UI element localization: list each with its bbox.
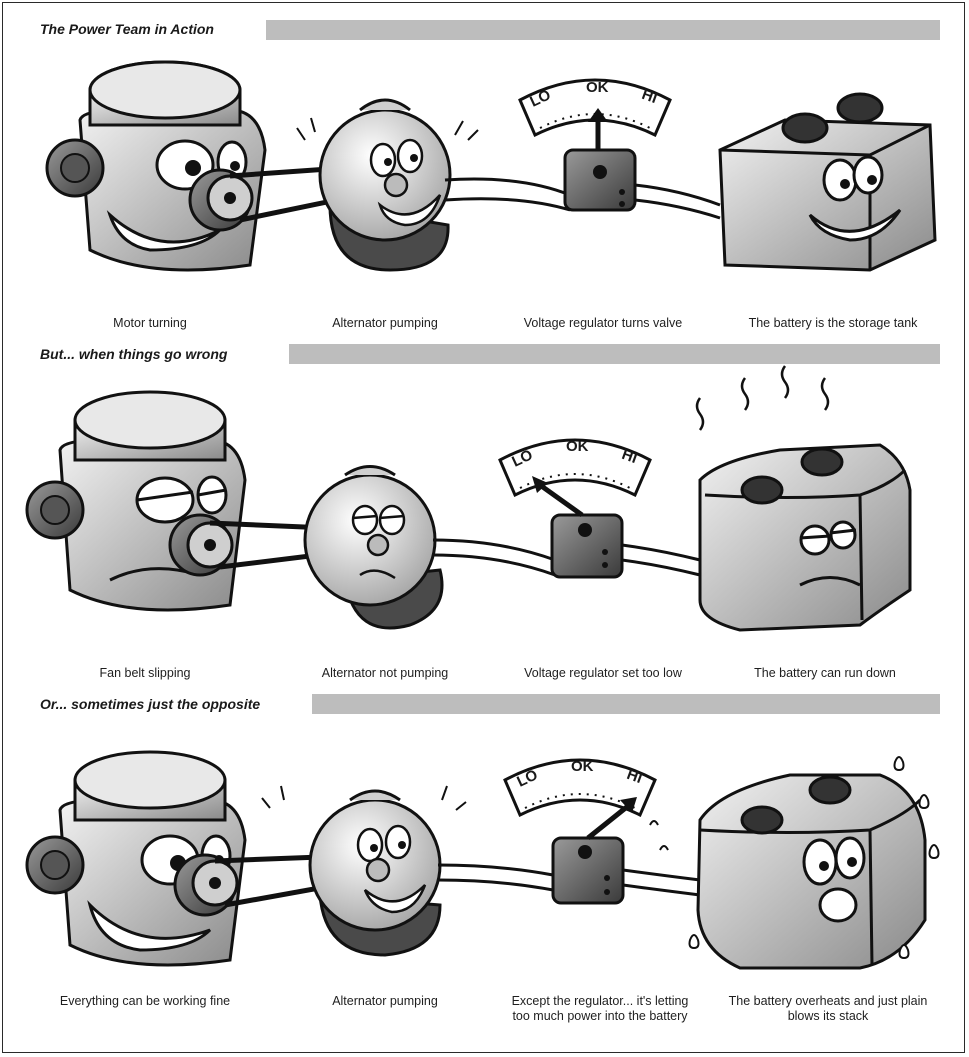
caption-alternator-pumping: Alternator pumping (300, 316, 470, 331)
caption-fan-belt-slipping: Fan belt slipping (70, 666, 220, 681)
row-2-illustrations (27, 366, 910, 630)
caption-battery-overheats: The battery overheats and just plain blo… (718, 994, 938, 1024)
motor-character-3 (27, 752, 245, 965)
battery-character-1 (720, 94, 935, 270)
gauge-ok-label: OK (571, 758, 594, 775)
caption-regulator-turns-valve: Voltage regulator turns valve (498, 316, 708, 331)
alternator-character-3 (262, 786, 466, 955)
caption-regulator-too-low: Voltage regulator set too low (498, 666, 708, 681)
battery-character-3 (690, 757, 939, 968)
motor-character-1 (47, 62, 265, 270)
row-3-illustrations (27, 752, 939, 968)
caption-battery-storage-tank: The battery is the storage tank (718, 316, 948, 331)
caption-alternator-pumping-3: Alternator pumping (300, 994, 470, 1009)
row-1-illustrations (47, 62, 935, 270)
gauge-ok-label: OK (586, 79, 609, 96)
caption-working-fine: Everything can be working fine (40, 994, 250, 1009)
motor-character-2 (27, 392, 245, 610)
alternator-character-1 (297, 100, 478, 270)
caption-battery-run-down: The battery can run down (725, 666, 925, 681)
caption-alternator-not-pumping: Alternator not pumping (295, 666, 475, 681)
caption-motor-turning: Motor turning (80, 316, 220, 331)
battery-character-2 (697, 366, 910, 630)
gauge-ok-label: OK (566, 438, 589, 455)
alternator-character-2 (305, 467, 442, 629)
caption-regulator-too-much: Except the regulator... it's letting too… (510, 994, 690, 1024)
